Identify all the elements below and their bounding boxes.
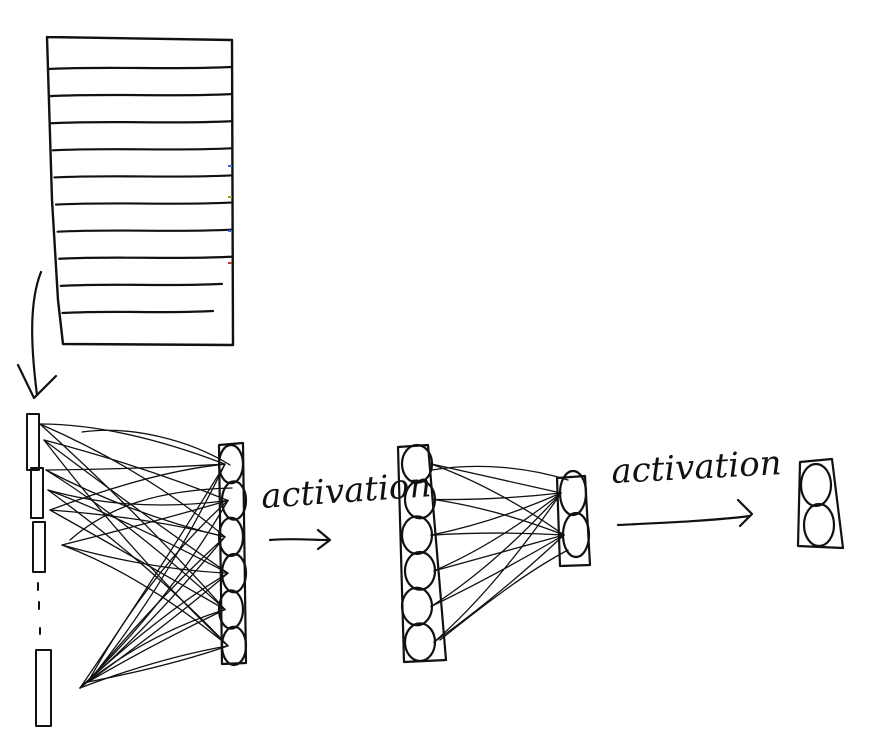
neuron xyxy=(220,552,248,594)
connection-line xyxy=(79,645,229,689)
connection-line xyxy=(430,532,565,536)
connection-line xyxy=(431,465,569,481)
table-row-line xyxy=(61,309,215,315)
neuron xyxy=(220,480,248,521)
neuron xyxy=(403,622,437,663)
connection-line xyxy=(87,608,226,683)
connection-line xyxy=(81,429,231,466)
connection-line xyxy=(433,534,565,643)
connection-line xyxy=(433,498,565,536)
flatten-arrow xyxy=(16,270,58,400)
connection-line xyxy=(430,534,565,608)
connection-line xyxy=(79,572,229,689)
table-row-line xyxy=(48,93,233,98)
table-row-line xyxy=(58,255,233,260)
connection-line xyxy=(49,509,226,611)
connection-line xyxy=(69,487,233,541)
neuron xyxy=(400,586,434,627)
neuron xyxy=(558,469,588,517)
table-row-line xyxy=(53,174,233,179)
activation-label-2: activation xyxy=(610,443,782,492)
input-segment xyxy=(32,521,46,573)
connection-line xyxy=(61,499,229,546)
hidden-layer-1 xyxy=(217,441,248,667)
output-neuron xyxy=(802,502,836,548)
connection-line xyxy=(430,463,562,494)
table-row-line xyxy=(56,228,233,233)
connection-line xyxy=(87,536,226,683)
connection-line xyxy=(43,439,229,574)
connection-line xyxy=(39,423,226,465)
input-segment xyxy=(26,413,40,471)
connection-line xyxy=(433,492,562,501)
connections-input-layer1 xyxy=(39,423,233,689)
input-segment xyxy=(35,649,52,727)
connection-line xyxy=(433,492,562,643)
connection-line xyxy=(433,534,565,572)
table-row-line xyxy=(50,120,233,125)
connection-line xyxy=(49,463,226,511)
input-vector xyxy=(26,413,52,727)
table-row-line xyxy=(51,147,233,152)
connection-line xyxy=(47,489,229,647)
table-row-line xyxy=(46,65,233,71)
neuron xyxy=(217,443,245,485)
activation-arrow-1 xyxy=(268,538,330,542)
connection-line xyxy=(430,492,562,536)
table-row-line xyxy=(54,201,233,206)
connection-line xyxy=(439,549,569,641)
neuron xyxy=(400,515,434,556)
neuron xyxy=(403,550,437,591)
neuron xyxy=(561,511,591,559)
input-data-table xyxy=(45,35,235,347)
table-rows xyxy=(46,65,233,315)
connection-line xyxy=(87,645,229,683)
neuron xyxy=(217,516,245,558)
connection-line xyxy=(45,463,226,471)
connection-line xyxy=(87,499,229,683)
activation-arrow-2 xyxy=(616,514,752,527)
connection-line xyxy=(433,492,562,572)
neuron xyxy=(217,589,245,630)
connection-line xyxy=(49,509,226,538)
connection-line xyxy=(79,463,226,689)
connection-line xyxy=(430,463,565,536)
connection-line xyxy=(47,489,229,574)
connection-line xyxy=(87,572,229,683)
connection-line xyxy=(61,544,229,574)
connections-layer2-layer3 xyxy=(430,463,569,643)
connection-line xyxy=(87,463,226,683)
output-layer xyxy=(796,457,845,550)
table-row-line xyxy=(59,282,224,287)
output-neuron xyxy=(799,462,833,508)
connection-line xyxy=(61,544,229,647)
connection-line xyxy=(79,499,229,689)
connection-line xyxy=(39,423,226,611)
activation-2: activation xyxy=(610,443,782,528)
input-segment xyxy=(30,467,44,519)
connection-line xyxy=(39,423,226,538)
neuron xyxy=(220,625,248,667)
hidden-layer-3 xyxy=(555,469,592,568)
connection-line xyxy=(45,469,226,611)
connection-line xyxy=(430,492,562,608)
